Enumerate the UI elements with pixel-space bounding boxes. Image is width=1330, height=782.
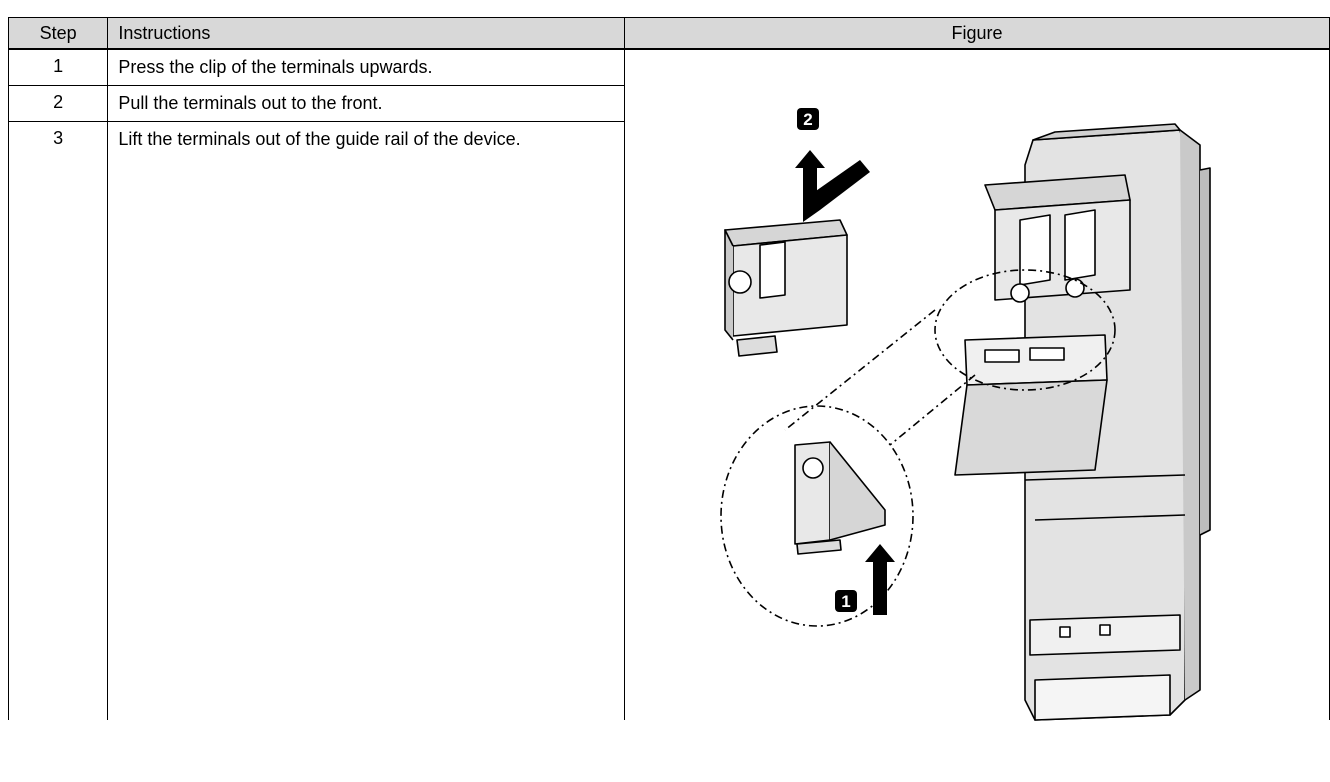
detached-terminal bbox=[724, 219, 848, 357]
up-arrow-icon-2 bbox=[864, 544, 895, 615]
callout-label: 1 bbox=[841, 592, 850, 611]
device-illustration: 2 1 bbox=[625, 50, 1330, 772]
up-arrow-icon bbox=[794, 150, 825, 200]
instruction-table: Step Instructions Figure 1 Press the cli… bbox=[7, 17, 1330, 721]
header-instructions: Instructions bbox=[107, 17, 625, 50]
callout-label: 2 bbox=[803, 110, 812, 129]
zoom-indicators bbox=[720, 269, 1116, 627]
step-number: 3 bbox=[7, 121, 109, 720]
figure-cell: 2 1 bbox=[623, 48, 1330, 721]
step-number: 2 bbox=[7, 85, 109, 122]
table-row: 1 Press the clip of the terminals upward… bbox=[7, 48, 1330, 721]
header-figure: Figure bbox=[623, 17, 1330, 50]
arrow-icons bbox=[794, 150, 895, 615]
header-step: Step bbox=[7, 17, 109, 50]
zoom-terminal bbox=[794, 441, 886, 555]
table-header-row: Step Instructions Figure bbox=[7, 17, 1330, 50]
step-instruction: Lift the terminals out of the guide rail… bbox=[107, 121, 625, 720]
callout-1: 1 bbox=[834, 590, 857, 612]
device-housing bbox=[954, 123, 1211, 721]
table-row: 2 Pull the terminals out to the front. bbox=[7, 85, 1330, 122]
table-row: 3 Lift the terminals out of the guide ra… bbox=[7, 121, 1330, 720]
callout-2: 2 bbox=[796, 108, 819, 130]
push-arrow-icon bbox=[802, 160, 870, 222]
step-instruction: Press the clip of the terminals upwards. bbox=[107, 48, 625, 86]
step-instruction: Pull the terminals out to the front. bbox=[107, 85, 625, 122]
step-number: 1 bbox=[7, 48, 109, 86]
